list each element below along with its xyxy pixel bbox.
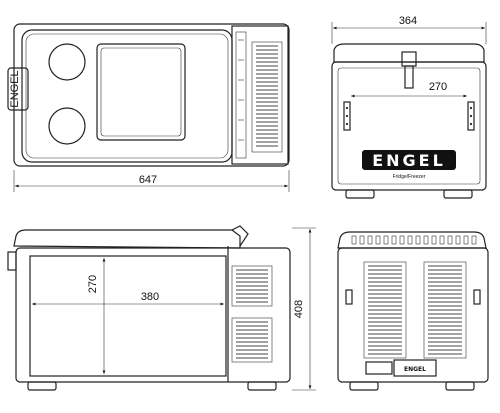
back-view: ENGEL (337, 231, 489, 391)
lid-round-recess-bottom (48, 107, 86, 145)
lid-rib (455, 235, 461, 245)
lid-rib (463, 235, 469, 245)
side-vent-slots (236, 269, 268, 359)
control-label-strip (235, 31, 247, 159)
back-foot-right (445, 381, 475, 391)
lid-center-panel (96, 43, 186, 141)
lid-round-recess-top (48, 43, 86, 81)
width-dimension-label: 364 (399, 15, 417, 27)
side-handle (7, 251, 17, 271)
front-lid (333, 43, 485, 63)
back-vent-slots (368, 265, 462, 355)
lid-center-panel-inner (100, 47, 182, 137)
back-foot-left (349, 381, 379, 391)
front-latch-strap (404, 65, 414, 89)
lid-rib (439, 235, 445, 245)
lid-rib (399, 235, 405, 245)
lid-rib (423, 235, 429, 245)
top-view: ENGEL 647 (7, 23, 290, 192)
top-vent-slots (256, 45, 278, 147)
lid-inner-outline (25, 33, 229, 159)
back-vent-left (363, 261, 407, 359)
front-latch (401, 51, 417, 67)
lid-rib (367, 235, 373, 245)
back-body (337, 247, 489, 383)
lid-rib (383, 235, 389, 245)
lid-rib (447, 235, 453, 245)
front-foot-right (443, 189, 473, 199)
brand-tagline: Fridge/Freezer (393, 174, 426, 180)
front-foot-left (345, 189, 375, 199)
side-foot-left (27, 381, 57, 391)
side-inner-compartment (29, 255, 227, 377)
side-vent-upper (231, 265, 273, 307)
lid-rib (415, 235, 421, 245)
front-body (331, 61, 487, 191)
back-lid (337, 231, 487, 249)
side-body (15, 247, 291, 383)
brand-logo-badge (362, 150, 456, 170)
front-view: 364 270 ENGEL Fridge/Freezer (331, 15, 487, 199)
length-dimension-label: 647 (139, 174, 157, 186)
front-inner-width-dimension-label: 270 (429, 81, 447, 93)
side-view: 270 380 408 (7, 225, 316, 391)
back-vent-right (423, 261, 467, 359)
lid-rib (407, 235, 413, 245)
left-handle-bracket (343, 101, 351, 131)
lid-logo-text: ENGEL (9, 70, 21, 107)
lid-rib (375, 235, 381, 245)
side-inner-height-dimension-label: 270 (87, 275, 99, 293)
side-lid (13, 229, 241, 249)
back-bracket-left (345, 289, 353, 305)
back-lid-ribs (351, 235, 477, 245)
lid-rib (391, 235, 397, 245)
lid-rib (471, 235, 477, 245)
back-rating-plate (393, 359, 437, 377)
brand-logo-text: ENGEL (372, 151, 446, 170)
lid-rib (359, 235, 365, 245)
top-view-outline (13, 23, 290, 167)
side-vent-lower (231, 317, 273, 363)
side-hinge (231, 225, 249, 247)
lid-rib (431, 235, 437, 245)
overall-height-dimension-label: 408 (293, 300, 305, 318)
back-bracket-right (473, 289, 481, 305)
side-foot-right (247, 381, 277, 391)
back-power-socket (365, 361, 393, 375)
side-inner-length-dimension-label: 380 (141, 291, 159, 303)
front-body-inner (337, 67, 481, 185)
compressor-compartment (231, 25, 289, 165)
latch-handle (7, 67, 29, 111)
top-vent-block (251, 41, 283, 153)
back-rating-plate-logo: ENGEL (404, 366, 426, 373)
right-handle-bracket (467, 101, 475, 131)
lid-rib (351, 235, 357, 245)
